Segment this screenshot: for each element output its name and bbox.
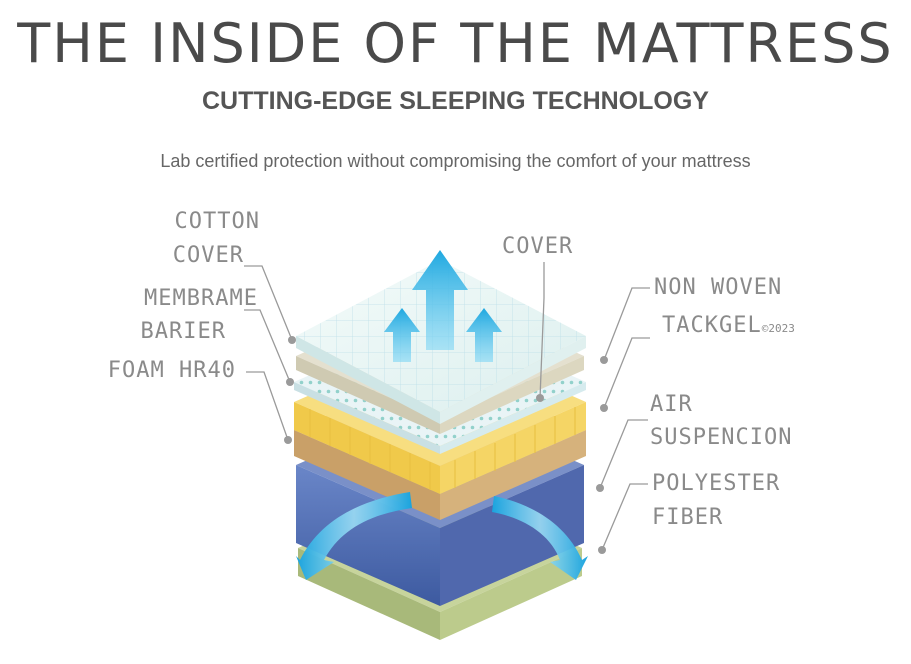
up-arrow-icon xyxy=(384,308,420,362)
label-cotton-cover-line1: COTTON xyxy=(174,209,260,234)
label-membrame-line2: BARIER xyxy=(140,319,226,344)
label-foam-hr40: FOAM HR40 xyxy=(107,358,236,383)
label-air-line2: SUSPENCION xyxy=(650,425,793,450)
tagline: Lab certified protection without comprom… xyxy=(160,151,751,171)
label-polyester-line1: POLYESTER xyxy=(652,471,781,496)
up-arrow-icon xyxy=(466,308,502,362)
label-polyester-line2: FIBER xyxy=(652,505,724,530)
label-cover: COVER xyxy=(502,234,574,259)
label-non-woven: NON WOVEN xyxy=(654,275,783,300)
curved-arrow-icon xyxy=(296,492,412,580)
copyright-notice: ©2023 xyxy=(761,322,795,335)
up-arrow-icon xyxy=(412,250,468,350)
leader-lines xyxy=(244,262,650,551)
leader-dots xyxy=(284,336,608,554)
label-tackgel: TACKGEL©2023 xyxy=(662,310,795,345)
curved-arrow-icon xyxy=(492,496,588,580)
page-subtitle: CUTTING-EDGE SLEEPING TECHNOLOGY xyxy=(202,87,709,115)
label-cotton-cover-line2: COVER xyxy=(172,243,244,268)
page-title: THE INSIDE OF THE MATTRESS xyxy=(17,12,894,75)
label-air-line1: AIR xyxy=(650,392,693,417)
label-tackgel-text: TACKGEL xyxy=(662,313,762,338)
label-membrame-line1: MEMBRAME xyxy=(144,286,258,311)
